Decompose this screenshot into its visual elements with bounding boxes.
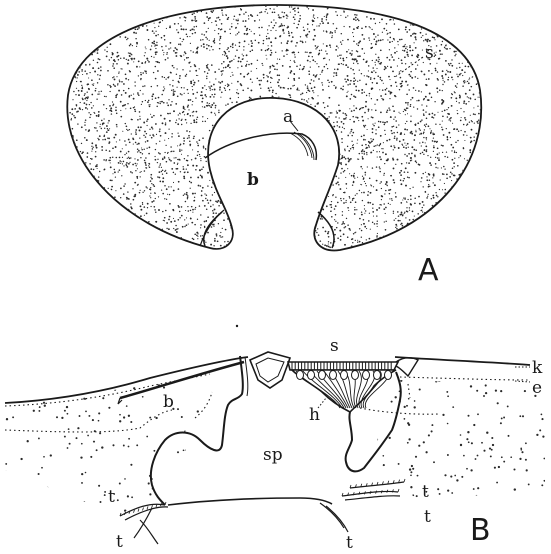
label-k: k [532, 358, 543, 378]
label-t-5: t [424, 507, 431, 527]
label-e: e [532, 378, 542, 398]
label-s-a: s [425, 43, 434, 63]
stray-dot [236, 325, 238, 327]
stippled-body-s [59, 0, 491, 261]
label-h: h [309, 405, 320, 425]
dotted-lower-left [5, 392, 212, 432]
inner-arc [205, 133, 316, 160]
panel-label-a: A [418, 253, 439, 288]
fine-lines-a [290, 132, 314, 160]
cavity-left-wall [151, 356, 243, 505]
fibrous-mass-h [292, 370, 396, 412]
label-sp: sp [263, 445, 283, 465]
label-t-3: t [346, 533, 353, 549]
label-b-a: b [247, 170, 259, 190]
figure-b: s k e b h sp t t t t t B [5, 325, 545, 549]
surface-line-k-inner [120, 362, 244, 398]
label-s-b: s [330, 336, 339, 356]
label-t-1: t [108, 487, 115, 507]
small-block [250, 352, 290, 388]
figure-a: s a b A [59, 0, 491, 288]
label-a: a [283, 107, 293, 127]
leader-e [515, 381, 530, 382]
hatched-cap-s [288, 362, 398, 370]
label-t-4: t [422, 482, 429, 502]
right-flap [396, 358, 418, 376]
label-t-2: t [116, 532, 123, 549]
cavity-floor [168, 498, 332, 505]
label-b-b: b [163, 392, 174, 412]
panel-label-b: B [470, 513, 491, 548]
cavity-left-inner [245, 357, 248, 396]
fringes-t [120, 482, 404, 544]
